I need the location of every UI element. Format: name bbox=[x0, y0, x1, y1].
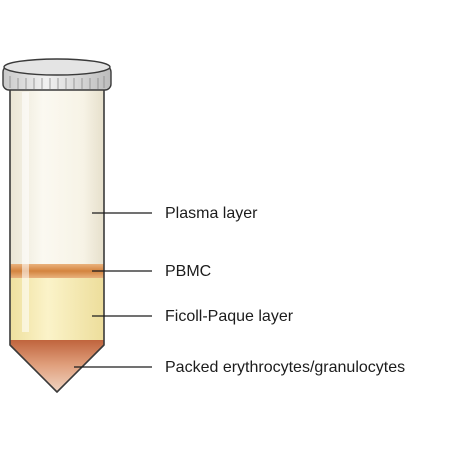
packed-cells-layer bbox=[10, 340, 104, 392]
pbmc-label: PBMC bbox=[165, 263, 212, 280]
plasma-layer-label: Plasma layer bbox=[165, 205, 258, 222]
ficoll-paque-label: Ficoll-Paque layer bbox=[165, 308, 294, 325]
tube-cap bbox=[2, 58, 112, 91]
packed-cells-label: Packed erythrocytes/granulocytes bbox=[165, 359, 406, 376]
tube-outline bbox=[9, 88, 105, 393]
pbmc-layer bbox=[10, 264, 104, 278]
